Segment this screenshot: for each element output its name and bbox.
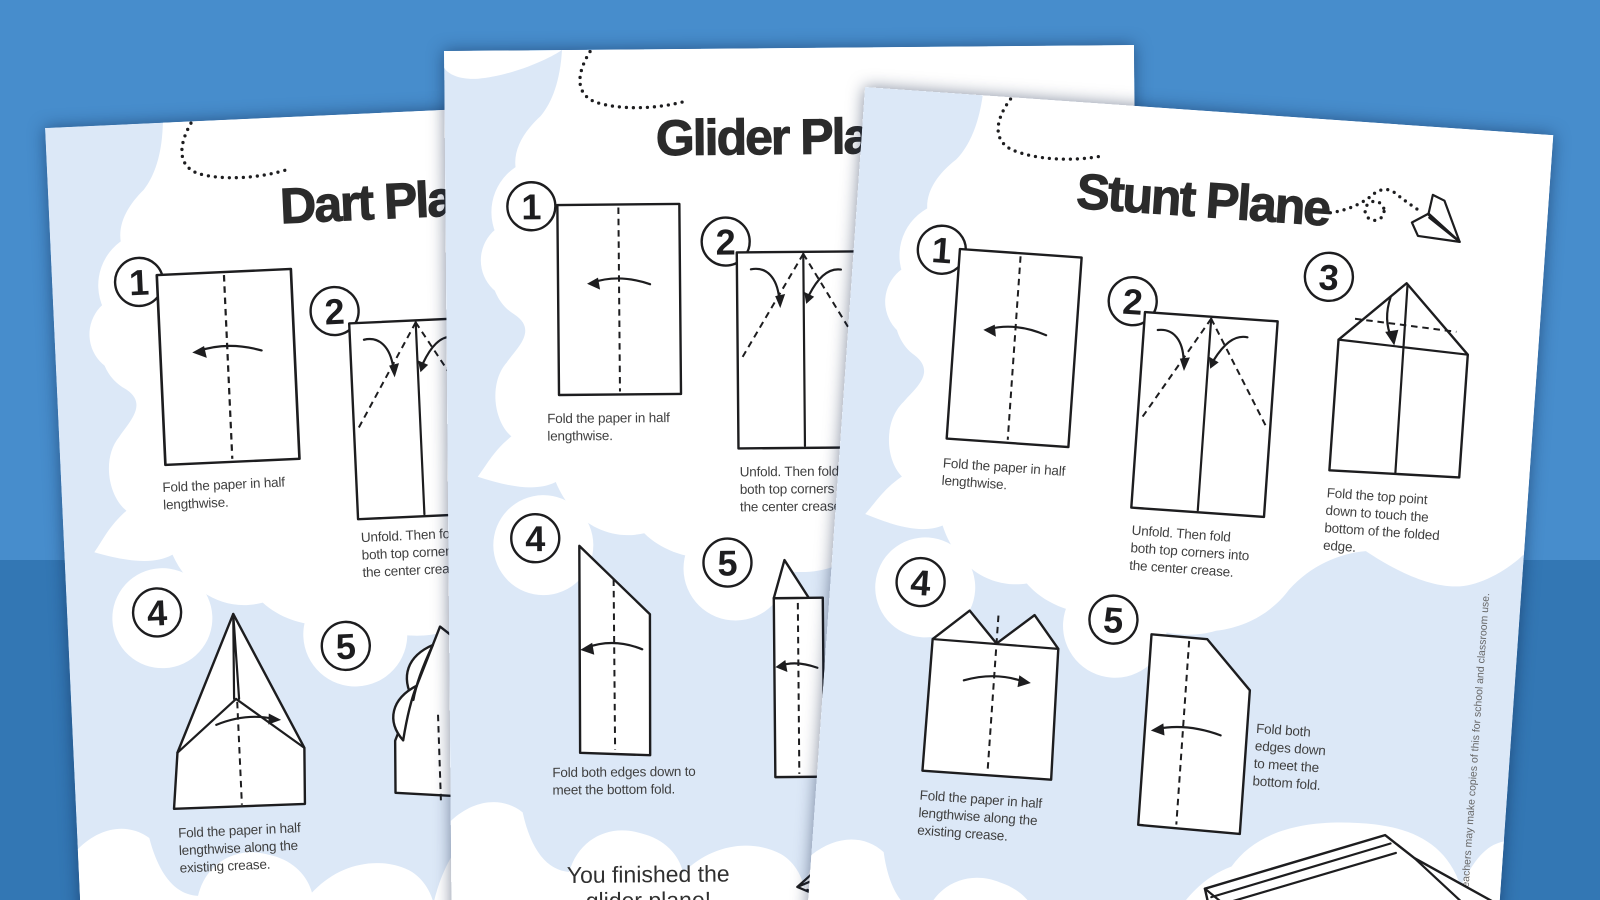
svg-text:You finished theglider plane!: You finished theglider plane! bbox=[567, 861, 730, 900]
svg-text:1: 1 bbox=[521, 186, 541, 227]
svg-text:4: 4 bbox=[909, 561, 932, 603]
svg-text:3: 3 bbox=[1317, 256, 1340, 298]
svg-text:5: 5 bbox=[335, 625, 357, 667]
svg-text:2: 2 bbox=[324, 291, 346, 333]
svg-text:1: 1 bbox=[128, 261, 150, 303]
svg-text:5: 5 bbox=[717, 542, 737, 583]
svg-text:4: 4 bbox=[525, 518, 545, 559]
svg-text:5: 5 bbox=[1102, 599, 1125, 641]
svg-text:4: 4 bbox=[146, 592, 168, 634]
svg-text:2: 2 bbox=[1121, 281, 1144, 323]
svg-text:1: 1 bbox=[930, 229, 953, 271]
svg-text:2: 2 bbox=[715, 221, 735, 262]
